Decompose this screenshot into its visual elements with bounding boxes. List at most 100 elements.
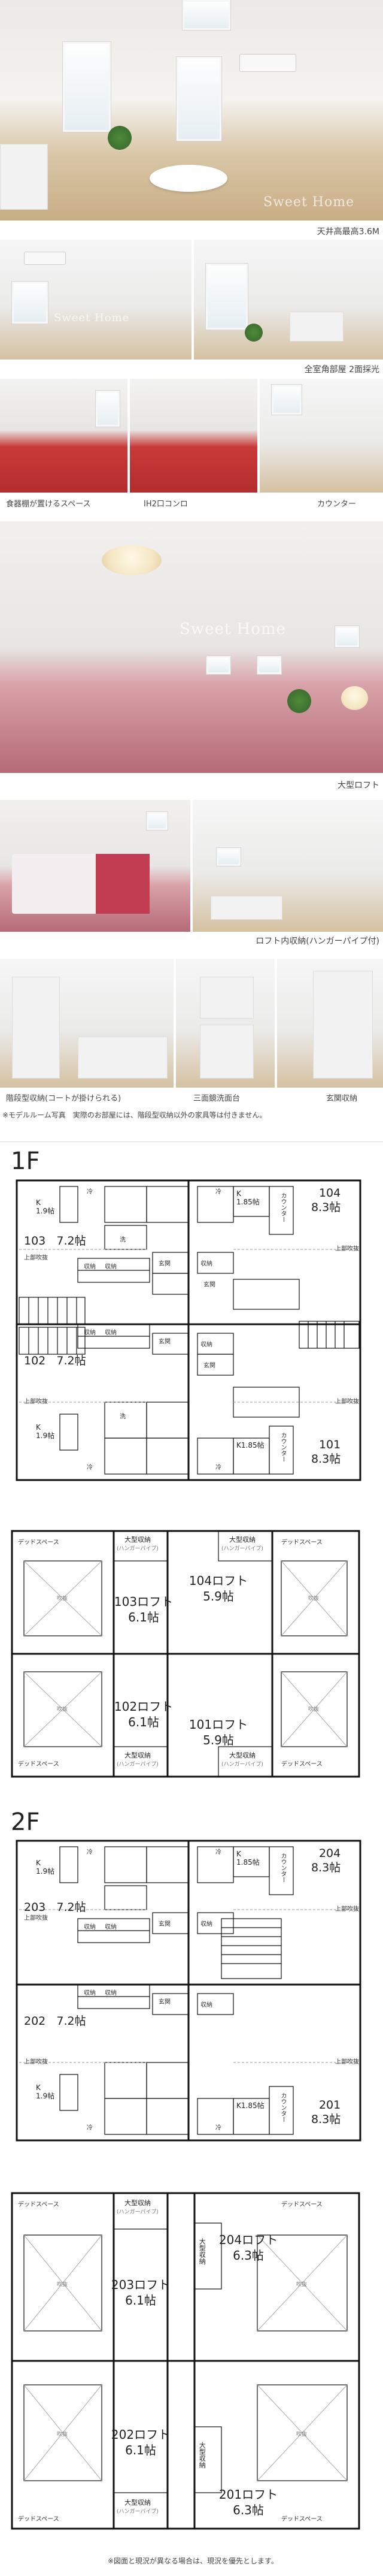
caption-mirror: 三面鏡洗面台 <box>193 1094 241 1103</box>
dead-space-label: デッドスペース <box>281 1539 323 1546</box>
ceiling-light <box>102 545 162 575</box>
fridge-label: 冷 <box>215 1464 221 1471</box>
fridge-label: 冷 <box>87 1849 93 1856</box>
window <box>96 391 120 427</box>
kitchen-label: K 1.85帖 <box>236 1850 260 1867</box>
entrance-label: 玄関 <box>159 1921 171 1928</box>
photo-stair-storage <box>0 959 174 1088</box>
photo-loft-bed <box>0 800 190 932</box>
photo-hanger-pipe <box>193 800 383 932</box>
floorplan-2f-lines <box>16 1840 361 2142</box>
window <box>206 656 230 674</box>
caption-shelf: 食器棚が置けるスペース <box>6 500 91 509</box>
model-note: ※モデルルーム写真 実際のお部屋には、階段型収納以外の家具等は付きません。 <box>2 1111 267 1119</box>
fukinuke-label: 上部吹抜 <box>335 1906 359 1913</box>
desk <box>290 312 344 342</box>
room-203: 203 7.2帖 <box>24 1901 86 1914</box>
kitchen-label: K1.85帖 <box>236 2101 265 2110</box>
fukinuke-label: 上部吹抜 <box>335 1399 359 1405</box>
fukinuke-label: 吹抜 <box>296 2432 308 2438</box>
floor-lamp <box>341 686 368 710</box>
dead-space-label: デッドスペース <box>18 2201 59 2208</box>
big-storage-label: 大型収納(ハンガーパイプ) <box>221 1536 263 1553</box>
fukinuke-label: 上部吹抜 <box>335 2059 359 2065</box>
window <box>147 812 168 830</box>
loftplan-2f-lines <box>11 2192 360 2530</box>
stair-step <box>78 1037 168 1079</box>
storage-label: 収納 <box>105 1924 117 1931</box>
kitchen-label: K1.85帖 <box>236 1441 265 1449</box>
kitchen-label: K 1.85帖 <box>236 1189 260 1207</box>
air-conditioner <box>239 54 296 72</box>
loftplan-1f-lines <box>11 1530 360 1778</box>
fukinuke-label: 吹抜 <box>57 1596 68 1602</box>
divider <box>0 1141 383 1142</box>
storage-label: 収納 <box>84 1924 96 1931</box>
washer-label: 洗 <box>120 1414 126 1420</box>
fukinuke-label: 吹抜 <box>308 1707 320 1713</box>
big-storage-label: 大型収納 <box>198 2442 206 2468</box>
photo-ih-stove <box>130 379 257 493</box>
entrance-label: 玄関 <box>159 1999 171 2006</box>
shelf <box>211 896 282 920</box>
window <box>335 626 359 647</box>
entrance-label: 玄関 <box>203 1363 215 1369</box>
window <box>63 42 111 132</box>
floor-title-1f: 1F <box>11 1147 40 1175</box>
kitchen-label: K 1.9帖 <box>36 1423 55 1440</box>
kitchen-label: K 1.9帖 <box>36 1198 55 1216</box>
fridge-label: 冷 <box>215 2125 221 2131</box>
photo-counter <box>260 379 383 493</box>
washer-label: 洗 <box>120 1237 126 1243</box>
counter-label: カウンター <box>279 2092 286 2122</box>
dead-space-label: デッドスペース <box>18 2516 59 2523</box>
caption-corner: 全室角部屋 2面採光 <box>304 365 379 375</box>
room-102: 102 7.2帖 <box>24 1354 86 1367</box>
fukinuke-label: 吹抜 <box>296 2282 308 2288</box>
storage-label: 収納 <box>105 1330 117 1336</box>
fridge-label: 冷 <box>215 1849 221 1856</box>
watermark: Sweet Home <box>180 620 286 638</box>
bed-cover <box>96 854 150 914</box>
storage-label: 収納 <box>200 1921 212 1928</box>
caption-hanger: ロフト内収納(ハンガーパイプ付) <box>256 937 379 946</box>
plant <box>108 126 132 150</box>
big-storage-label: 大型収納(ハンガーパイプ) <box>117 1536 159 1553</box>
dead-space-label: デッドスペース <box>281 1761 323 1768</box>
dead-space-label: デッドスペース <box>18 1539 59 1546</box>
round-table <box>150 165 227 192</box>
caption-loft: 大型ロフト <box>338 781 379 790</box>
loftplan-1f: デッドスペース デッドスペース デッドスペース デッドスペース 大型収納(ハンガ… <box>0 1519 383 1786</box>
counter-label: カウンター <box>279 1853 286 1883</box>
fridge-label: 冷 <box>87 1464 93 1471</box>
window <box>257 656 281 674</box>
caption-counter: カウンター <box>317 500 357 509</box>
fridge-label: 冷 <box>87 2125 93 2131</box>
shelf <box>0 144 48 210</box>
photo-kitchen-shelf <box>0 379 127 493</box>
photo-corner-room-1: Sweet Home <box>0 240 192 360</box>
window <box>272 385 302 415</box>
storage-label: 収納 <box>84 1330 96 1336</box>
dead-space-label: デッドスペース <box>281 2201 323 2208</box>
fukinuke-label: 上部吹抜 <box>335 1246 359 1252</box>
plant <box>245 324 263 342</box>
photo-loft: Sweet Home <box>0 521 383 773</box>
storage-label: 収納 <box>105 1264 117 1270</box>
dead-space-label: デッドスペース <box>18 1761 59 1768</box>
window <box>12 282 48 324</box>
kitchen-label: K 1.9帖 <box>36 2083 55 2101</box>
watermark: Sweet Home <box>54 312 130 324</box>
stair-storage <box>12 977 60 1079</box>
fukinuke-label: 上部吹抜 <box>24 1915 48 1922</box>
big-storage-label: 大型収納 <box>198 2238 206 2264</box>
